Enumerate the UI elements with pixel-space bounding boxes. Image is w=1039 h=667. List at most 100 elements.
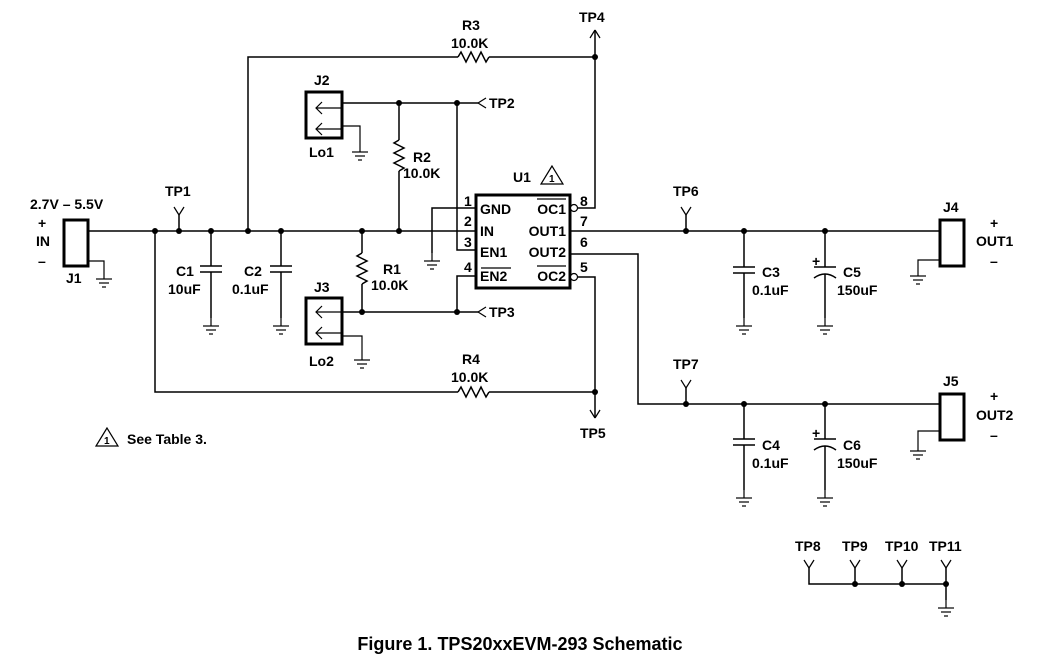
ground-icon (353, 351, 371, 369)
ground-icon (909, 442, 927, 460)
svg-text:+: + (812, 253, 820, 269)
u1-pin-num-4: 4 (464, 259, 472, 275)
resistor-r2: R2 10.0K (392, 103, 440, 231)
tp7-label: TP7 (673, 356, 699, 372)
test-point-icon (477, 306, 487, 318)
out1-net: OUT1 (976, 233, 1014, 249)
c1-value: 10uF (168, 281, 201, 297)
svg-text:+: + (812, 425, 820, 441)
j3-connector (304, 296, 344, 346)
ground-icon (95, 270, 113, 288)
c4-ref: C4 (762, 437, 780, 453)
ground-icon (937, 599, 955, 617)
output-2-section: TP7 C4 0.1uF + C6 150uF J5 + OUT2 – (570, 253, 1014, 507)
tp6-label: TP6 (673, 183, 699, 199)
j2-label: Lo1 (309, 144, 334, 160)
r2-value: 10.0K (403, 165, 440, 181)
j4-label: J4 (943, 199, 959, 215)
u1-pin-in: IN (480, 223, 494, 239)
ground-icon (909, 267, 927, 285)
jumper-j3: J3 Lo2 TP3 (304, 279, 515, 369)
tp9-label: TP9 (842, 538, 868, 554)
test-point-icon (680, 206, 692, 216)
resistor-r3: R3 10.0K (247, 17, 595, 231)
ic-u1: U1 1 1 2 3 4 GND IN EN1 EN2 OC1 OUT1 OUT… (464, 164, 588, 290)
test-point-icon (940, 559, 952, 569)
u1-pin-out2: OUT2 (529, 244, 567, 260)
out1-plus: + (990, 215, 998, 231)
test-point-icon (849, 559, 861, 569)
resistor-r4: R4 10.0K (154, 231, 595, 399)
capacitor-c2: C2 0.1uF (232, 231, 292, 335)
test-point-icon (803, 559, 815, 569)
test-point-icon (173, 206, 185, 216)
test-point-icon (896, 559, 908, 569)
u1-pin-num-6: 6 (580, 234, 588, 250)
j5-label: J5 (943, 373, 959, 389)
out2-plus: + (990, 388, 998, 404)
tp2-label: TP2 (489, 95, 515, 111)
r1-value: 10.0K (371, 277, 408, 293)
c6-value: 150uF (837, 455, 878, 471)
svg-text:1: 1 (549, 174, 555, 185)
u1-pin-num-7: 7 (580, 213, 588, 229)
j1-label: J1 (66, 270, 82, 286)
c2-value: 0.1uF (232, 281, 269, 297)
j1-connector (62, 218, 90, 268)
ground-icon (735, 317, 753, 335)
j5-connector (938, 392, 966, 442)
tp3-label: TP3 (489, 304, 515, 320)
warning-icon: 1 (94, 426, 120, 447)
r4-value: 10.0K (451, 369, 488, 385)
input-section: 2.7V – 5.5V + IN – J1 (30, 196, 113, 288)
junctions (152, 54, 949, 587)
ground-icon (816, 489, 834, 507)
c3-value: 0.1uF (752, 282, 789, 298)
ground-icon (351, 143, 369, 161)
tp11-label: TP11 (929, 538, 962, 554)
r3-value: 10.0K (451, 35, 488, 51)
c2-ref: C2 (244, 263, 262, 279)
u1-pin-oc2: OC2 (537, 268, 566, 284)
resistor-r1: R1 10.0K (355, 231, 408, 312)
out2-minus: – (990, 427, 998, 443)
tp4-label: TP4 (579, 9, 605, 25)
u1-pin-en1: EN1 (480, 244, 507, 260)
out1-minus: – (990, 253, 998, 269)
ground-icon (272, 317, 290, 335)
u1-pin-num-3: 3 (464, 234, 472, 250)
r2-ref: R2 (413, 149, 431, 165)
j3-label: Lo2 (309, 353, 334, 369)
c6-ref: C6 (843, 437, 861, 453)
svg-text:1: 1 (104, 436, 110, 447)
u1-pin-num-2: 2 (464, 213, 472, 229)
c5-value: 150uF (837, 282, 878, 298)
j2-connector (304, 90, 344, 140)
figure-caption: Figure 1. TPS20xxEVM-293 Schematic (357, 634, 682, 654)
ground-test-points: TP8 TP9 TP10 TP11 (795, 538, 962, 617)
jumper-j2: J2 Lo1 TP2 (304, 72, 515, 161)
r3-ref: R3 (462, 17, 480, 33)
u1-pin-num-1: 1 (464, 193, 472, 209)
ground-icon (202, 317, 220, 335)
tp8-label: TP8 (795, 538, 821, 554)
c1-ref: C1 (176, 263, 194, 279)
note: 1 See Table 3. (94, 426, 207, 447)
input-voltage-label: 2.7V – 5.5V (30, 196, 104, 212)
u1-pin-en2: EN2 (480, 268, 507, 284)
u1-pin-oc1: OC1 (537, 201, 566, 217)
output-1-section: TP6 C3 0.1uF + C5 150uF J4 + OUT1 – (570, 183, 1014, 335)
input-minus-label: – (38, 253, 46, 269)
c5-ref: C5 (843, 264, 861, 280)
u1-ref: U1 (513, 169, 531, 185)
tp1: TP1 (165, 183, 191, 231)
out2-net: OUT2 (976, 407, 1014, 423)
c3-ref: C3 (762, 264, 780, 280)
capacitor-c1: C1 10uF (168, 231, 222, 335)
input-plus-label: + (38, 215, 46, 231)
test-point-icon (680, 379, 692, 389)
tp5-label: TP5 (580, 425, 606, 441)
note-text: See Table 3. (127, 431, 207, 447)
r4-ref: R4 (462, 351, 480, 367)
